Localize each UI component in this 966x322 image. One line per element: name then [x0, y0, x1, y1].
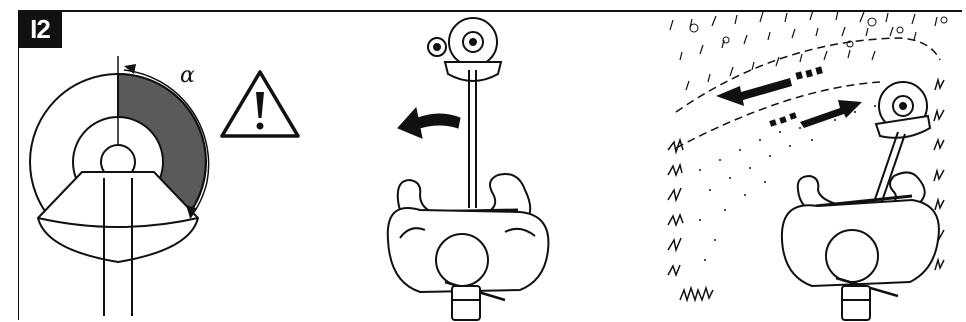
- operator-swing-left: [386, 17, 550, 321]
- warning-triangle-icon: [220, 70, 300, 138]
- arrow-left-icon: [716, 78, 792, 106]
- operator-mowing-pattern: [667, 9, 948, 321]
- figure-frame: [18, 10, 962, 320]
- blade-angle-diagram: [29, 56, 210, 316]
- angle-alpha-label: α: [180, 63, 195, 88]
- figure-badge: I2: [18, 10, 62, 48]
- swing-direction-arrow: [397, 106, 461, 139]
- arrow-right-icon: [800, 100, 862, 128]
